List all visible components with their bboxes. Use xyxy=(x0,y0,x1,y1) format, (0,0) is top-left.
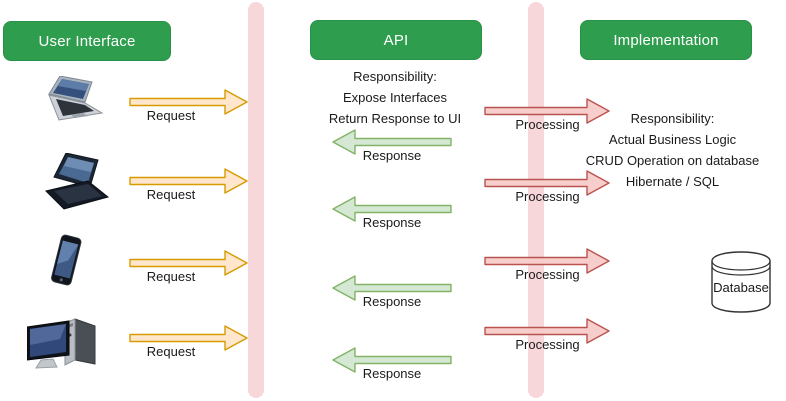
api-note-line: Responsibility: xyxy=(353,69,437,84)
request-label: Request xyxy=(146,344,196,359)
request-arrow-1: Request xyxy=(129,89,248,123)
right-arrow-icon xyxy=(484,98,610,124)
implementation-note-line: Hibernate / SQL xyxy=(625,174,720,189)
database-cylinder-icon: Database xyxy=(710,250,772,314)
response-label: Response xyxy=(362,215,422,230)
api-note-line: Return Response to UI xyxy=(328,111,462,126)
implementation-note-line: Actual Business Logic xyxy=(608,132,737,147)
right-arrow-icon xyxy=(484,170,610,196)
response-arrow-3: Response xyxy=(332,275,452,309)
smartphone-icon xyxy=(48,234,84,288)
desktop-computer-icon xyxy=(27,317,103,375)
implementation-header: Implementation xyxy=(580,20,752,60)
response-arrow-4: Response xyxy=(332,347,452,381)
right-arrow-icon xyxy=(129,250,248,276)
implementation-responsibility-notes: Responsibility: Actual Business Logic CR… xyxy=(570,108,775,192)
response-label: Response xyxy=(362,148,422,163)
database-label: Database xyxy=(713,280,769,295)
response-arrow-1: Response xyxy=(332,129,452,163)
request-arrow-4: Request xyxy=(129,325,248,359)
ui-api-lifeline-bar xyxy=(248,2,264,398)
api-implementation-lifeline-bar xyxy=(528,2,544,398)
api-responsibility-notes: Responsibility: Expose Interfaces Return… xyxy=(300,66,490,129)
processing-label: Processing xyxy=(515,337,580,352)
request-label: Request xyxy=(146,187,196,202)
processing-label: Processing xyxy=(515,117,580,132)
response-label: Response xyxy=(362,366,422,381)
request-arrow-2: Request xyxy=(129,168,248,202)
implementation-note-line: Responsibility: xyxy=(630,111,715,126)
user-interface-header-label: User Interface xyxy=(38,32,136,50)
implementation-note-line: CRUD Operation on database xyxy=(585,153,760,168)
processing-arrow-1: Processing xyxy=(484,98,610,132)
left-arrow-icon xyxy=(332,129,452,155)
right-arrow-icon xyxy=(129,168,248,194)
user-interface-header: User Interface xyxy=(3,21,171,61)
api-header-label: API xyxy=(383,31,409,49)
notebook-laptop-icon xyxy=(44,153,110,213)
processing-arrow-3: Processing xyxy=(484,248,610,282)
response-label: Response xyxy=(362,294,422,309)
right-arrow-icon xyxy=(484,318,610,344)
processing-arrow-4: Processing xyxy=(484,318,610,352)
request-label: Request xyxy=(146,269,196,284)
left-arrow-icon xyxy=(332,275,452,301)
implementation-header-label: Implementation xyxy=(613,31,719,49)
response-arrow-2: Response xyxy=(332,196,452,230)
request-label: Request xyxy=(146,108,196,123)
right-arrow-icon xyxy=(484,248,610,274)
request-arrow-3: Request xyxy=(129,250,248,284)
right-arrow-icon xyxy=(129,89,248,115)
processing-arrow-2: Processing xyxy=(484,170,610,204)
left-arrow-icon xyxy=(332,196,452,222)
laptop-icon xyxy=(45,76,107,124)
processing-label: Processing xyxy=(515,267,580,282)
processing-label: Processing xyxy=(515,189,580,204)
right-arrow-icon xyxy=(129,325,248,351)
left-arrow-icon xyxy=(332,347,452,373)
api-note-line: Expose Interfaces xyxy=(342,90,448,105)
api-header: API xyxy=(310,20,482,60)
